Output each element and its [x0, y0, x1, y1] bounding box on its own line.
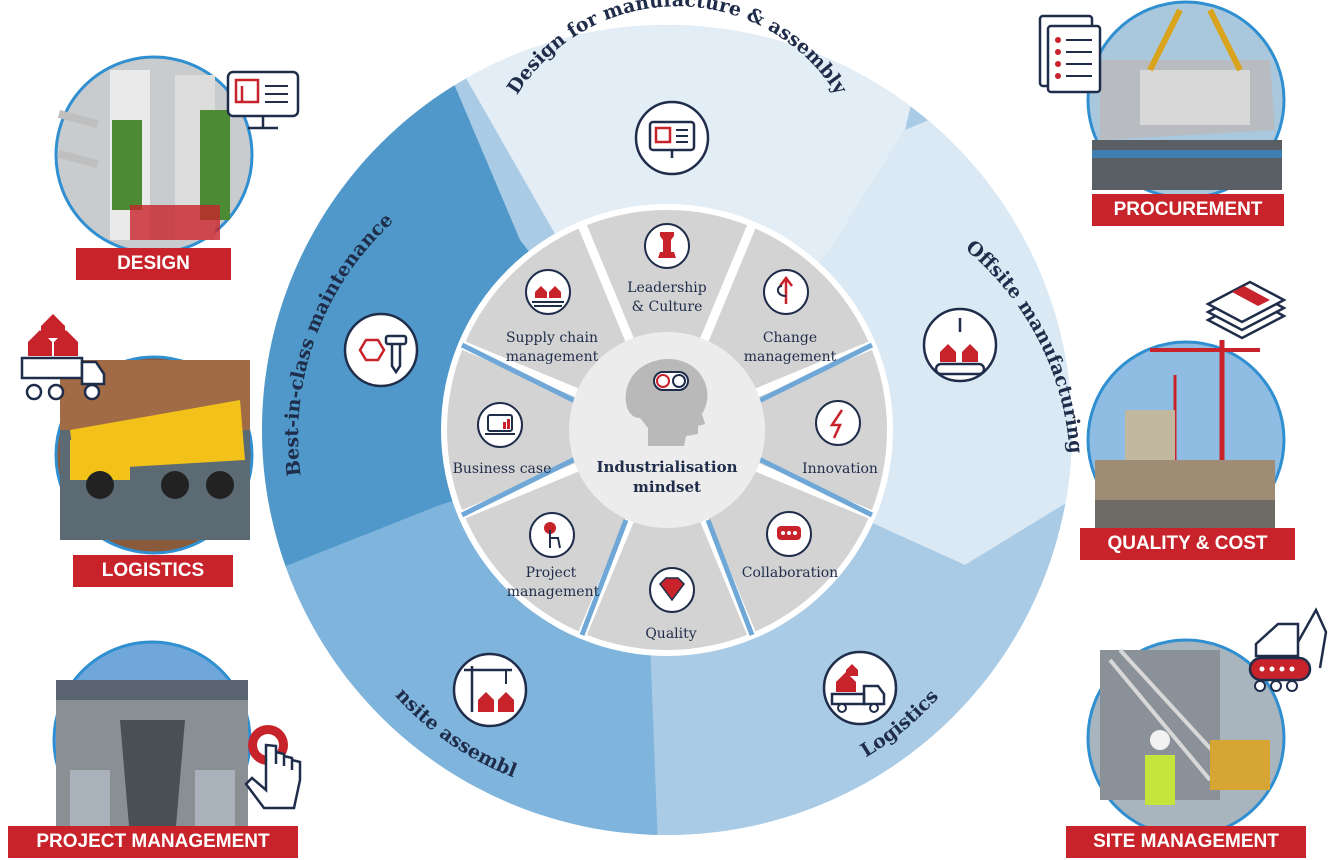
- quality-cost-photo: [1086, 340, 1286, 540]
- svg-text:Change: Change: [763, 330, 817, 346]
- design-monitor-icon: [226, 70, 300, 130]
- finger-press-icon: [244, 725, 302, 810]
- project-management-photo: [52, 640, 252, 840]
- center-title-line2: mindset: [633, 478, 701, 496]
- money-stack-icon: [1205, 280, 1287, 340]
- inner-spokes-blue: [460, 342, 874, 636]
- svg-text:Business case: Business case: [453, 461, 552, 477]
- segment-change-management: Change management: [744, 269, 837, 365]
- svg-text:Project: Project: [526, 565, 577, 581]
- svg-text:& Culture: & Culture: [632, 299, 703, 315]
- logistics-photo: [54, 355, 254, 555]
- segment-project-management: Project management: [507, 512, 600, 600]
- segment-collaboration: Collaboration: [742, 511, 838, 581]
- ship-cargo-icon: [535, 286, 547, 298]
- svg-text:Supply chain: Supply chain: [506, 330, 598, 346]
- factory-conveyor-icon: [922, 307, 998, 383]
- change-arrows-icon: [779, 275, 793, 304]
- label-project-management: PROJECT MANAGEMENT: [8, 826, 298, 858]
- site-management-photo: [1086, 638, 1286, 838]
- label-logistics: LOGISTICS: [73, 555, 233, 587]
- svg-text:Collaboration: Collaboration: [742, 565, 838, 581]
- svg-text:management: management: [507, 584, 600, 600]
- segment-leadership: Leadership & Culture: [627, 223, 707, 315]
- lightning-bulb-icon: [829, 409, 844, 439]
- segment-quality: Quality: [645, 567, 697, 642]
- label-quality-cost: QUALITY & COST: [1080, 528, 1295, 560]
- chess-rook-icon: [658, 232, 676, 258]
- truck-logistics-icon: [822, 650, 898, 726]
- procurement-photo: [1086, 0, 1286, 200]
- label-site-management: SITE MANAGEMENT: [1066, 826, 1306, 858]
- monitor-design-icon: [634, 100, 710, 176]
- svg-text:Leadership: Leadership: [627, 280, 707, 296]
- finger-click-icon: [544, 522, 556, 534]
- segment-supply-chain: Supply chain management: [506, 269, 599, 365]
- segment-business-case: Business case: [453, 402, 552, 477]
- bolt-nut-icon: [343, 312, 419, 388]
- label-procurement: PROCUREMENT: [1092, 194, 1284, 226]
- center-title-line1: Industrialisation: [596, 458, 737, 476]
- head-gears-icon: [625, 358, 708, 446]
- document-list-icon: [1038, 14, 1102, 94]
- segment-innovation: Innovation: [802, 400, 878, 477]
- crane-onsite-icon: [452, 652, 528, 728]
- diamond-icon: [659, 577, 685, 602]
- excavator-icon: [1248, 607, 1328, 692]
- design-photo: [54, 55, 254, 255]
- svg-text:management: management: [744, 349, 837, 365]
- svg-text:Innovation: Innovation: [802, 461, 878, 477]
- label-design: DESIGN: [76, 248, 231, 280]
- truck-houses-icon: [20, 314, 106, 401]
- svg-text:Quality: Quality: [645, 626, 696, 642]
- laptop-chart-icon: [487, 414, 513, 432]
- svg-text:management: management: [506, 349, 599, 365]
